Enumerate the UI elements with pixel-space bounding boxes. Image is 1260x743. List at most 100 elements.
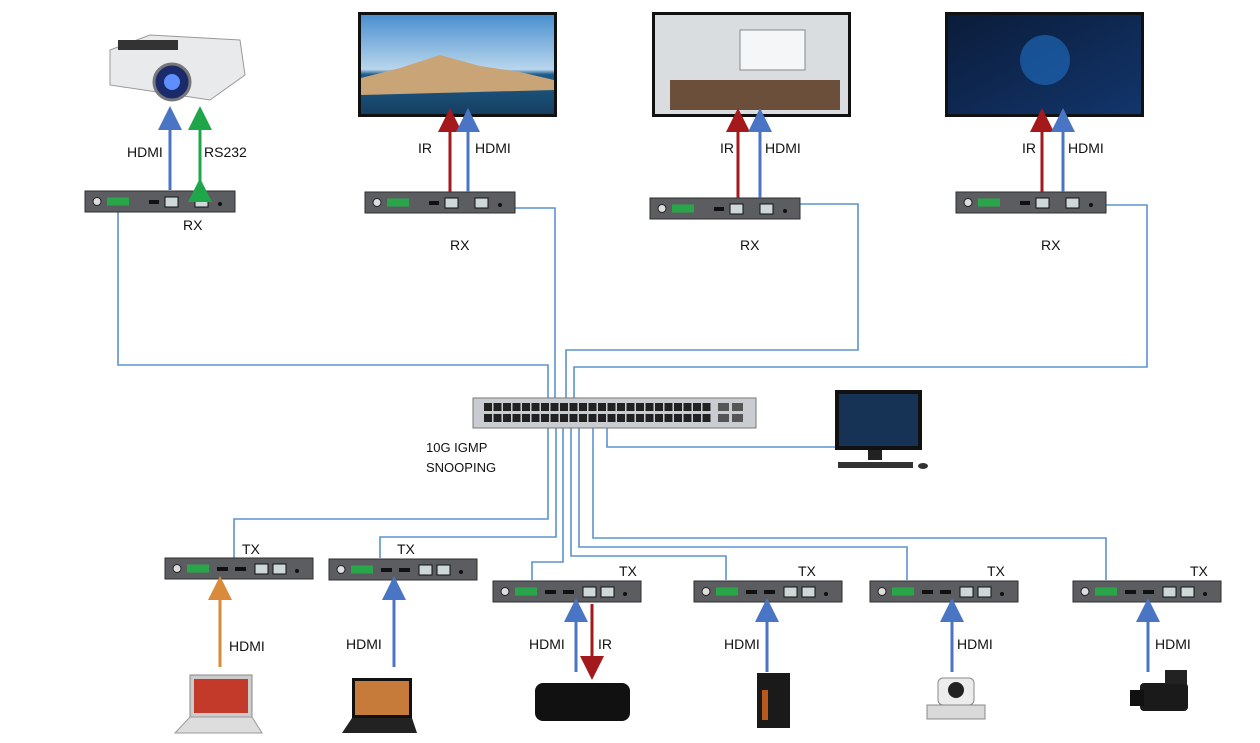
cable-tx3: [531, 428, 564, 580]
hdmi-label: HDMI: [765, 140, 801, 156]
switch-port: [674, 403, 682, 411]
switch-port: [522, 403, 530, 411]
ir-port: [218, 202, 222, 206]
ir-port: [1203, 592, 1207, 596]
rj45-port: [444, 197, 459, 209]
cable-tx4: [570, 428, 727, 580]
hdmi-label: HDMI: [957, 636, 993, 652]
monitor-stand: [868, 450, 882, 460]
hdmi-port: [764, 590, 775, 594]
tx-transmitter-5[interactable]: [869, 580, 1019, 603]
power-jack: [336, 565, 346, 574]
terminal-block: [716, 587, 738, 596]
switch-port: [645, 414, 654, 422]
map-glow: [1020, 35, 1070, 85]
hdmi-port: [563, 590, 574, 594]
power-jack: [963, 198, 973, 207]
hdmi-label: HDMI: [724, 636, 760, 652]
pc-tower-body: [757, 673, 790, 728]
rj45-port: [801, 586, 816, 598]
tx-label: TX: [1190, 563, 1209, 579]
switch-port: [655, 414, 663, 422]
switch-port: [512, 414, 521, 422]
laptop-source: [342, 678, 417, 733]
rx-receiver-1[interactable]: [84, 190, 236, 213]
rx-receiver-3[interactable]: [649, 197, 801, 220]
rx-receiver-4[interactable]: [955, 191, 1107, 214]
presentation-board: [739, 29, 806, 71]
tx-label: TX: [242, 541, 261, 557]
rj45-port: [418, 564, 433, 576]
hdmi-port: [940, 590, 951, 594]
hdmi-label: HDMI: [1155, 636, 1191, 652]
cable-rx4: [573, 204, 1148, 398]
terminal-block: [892, 587, 914, 596]
ir-port: [295, 569, 299, 573]
hdmi-port: [922, 590, 933, 594]
camcorder-lens: [1130, 690, 1144, 706]
mouse: [918, 463, 928, 469]
pc-tower-accent: [762, 690, 768, 720]
terminal-block: [351, 565, 373, 574]
switch-port: [550, 403, 559, 411]
camcorder-source: [1130, 670, 1188, 711]
rj45-port: [759, 203, 774, 215]
cable-rx1: [117, 212, 549, 398]
switch-port: [683, 414, 692, 422]
switch-port: [598, 414, 606, 422]
switch-port: [683, 403, 692, 411]
hdmi-port: [235, 567, 246, 571]
laptop-screen: [355, 681, 409, 715]
switch-port: [512, 403, 521, 411]
ir-port: [824, 592, 828, 596]
camcorder-handle: [1165, 670, 1187, 684]
hdmi-port: [545, 590, 556, 594]
switch-port: [541, 414, 549, 422]
usb-port: [149, 200, 159, 204]
ir-port: [783, 209, 787, 213]
tx-transmitter-4[interactable]: [693, 580, 843, 603]
tx-transmitter-1[interactable]: [164, 557, 314, 580]
switch-port: [702, 403, 711, 411]
sfp-port: [732, 414, 743, 422]
rj45-port: [1065, 197, 1080, 209]
projector-top: [118, 40, 178, 50]
switch-port: [607, 414, 616, 422]
switch-port: [503, 414, 511, 422]
power-jack: [701, 587, 711, 596]
ir-label: IR: [1022, 140, 1036, 156]
rj45-port: [272, 563, 287, 575]
tx-transmitter-6[interactable]: [1072, 580, 1222, 603]
ir-port: [459, 570, 463, 574]
power-jack: [172, 564, 182, 573]
switch-port: [531, 414, 540, 422]
tx-transmitter-3[interactable]: [492, 580, 642, 603]
terminal-block: [107, 197, 129, 206]
hdmi-label: HDMI: [529, 636, 565, 652]
tx-label: TX: [619, 563, 638, 579]
cable-control-pc: [606, 428, 835, 448]
switch-port: [598, 403, 606, 411]
hdmi-port: [746, 590, 757, 594]
switch-port: [588, 414, 597, 422]
cable-tx1: [233, 428, 549, 558]
rj45-port: [194, 196, 209, 208]
rx-label: RX: [183, 217, 203, 233]
cable-rx3: [565, 203, 859, 398]
switch-port: [693, 403, 701, 411]
usb-port: [429, 201, 439, 205]
rx-label: RX: [740, 237, 760, 253]
power-jack: [500, 587, 510, 596]
hdmi-label: HDMI: [229, 638, 265, 654]
town-shape: [361, 55, 554, 95]
hdmi-port: [217, 567, 228, 571]
tx-label: TX: [798, 563, 817, 579]
terminal-block: [387, 198, 409, 207]
switch-port: [503, 403, 511, 411]
keyboard: [838, 462, 913, 468]
switch-port: [522, 414, 530, 422]
monitor-screen: [839, 394, 918, 446]
rx-receiver-2[interactable]: [364, 191, 516, 214]
tx-transmitter-2[interactable]: [328, 558, 478, 581]
rj45-port: [977, 586, 992, 598]
